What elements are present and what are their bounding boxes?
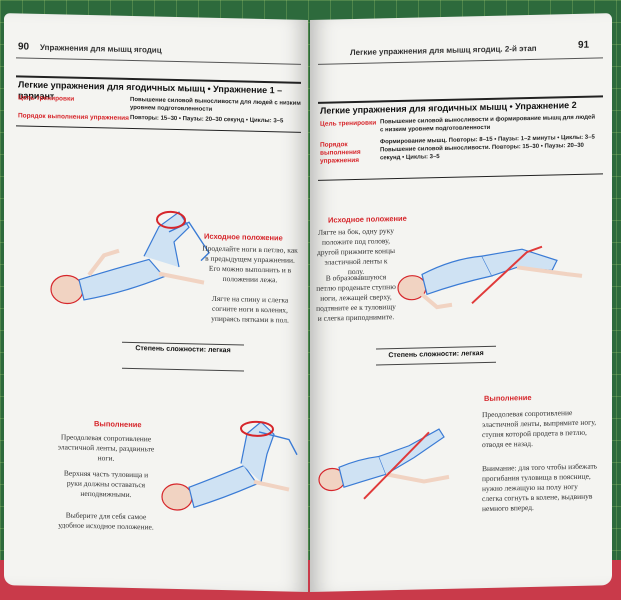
difficulty-rule-bottom bbox=[376, 361, 496, 366]
goal-label: Цель тренировки bbox=[18, 94, 75, 103]
goal-label: Цель тренировки bbox=[320, 119, 377, 128]
box-bottom-rule bbox=[318, 173, 603, 181]
difficulty-right: Степень сложности: легкая bbox=[388, 350, 484, 360]
exec-heading-left: Выполнение bbox=[94, 419, 142, 430]
start-para-2-right: В образовавшуюся петлю проденьте ступню … bbox=[316, 272, 396, 323]
exec-para-3-left: Выберите для себя самое удобное исходное… bbox=[58, 510, 154, 532]
header-rule bbox=[16, 57, 301, 65]
order-label: Порядок выполнения упражнения bbox=[18, 112, 129, 122]
exec-para-2-left: Верхняя часть туловища и руки должны ост… bbox=[63, 468, 149, 499]
header-rule bbox=[318, 57, 603, 65]
box-bottom-rule bbox=[16, 125, 301, 133]
figure-lying-back-legs-apart bbox=[161, 420, 298, 511]
difficulty-rule-bottom bbox=[122, 367, 244, 372]
start-heading-right: Исходное положение bbox=[328, 213, 407, 225]
figure-lying-back-legs-bent bbox=[50, 210, 210, 305]
goal-text: Повышение силовой выносливости и формиро… bbox=[380, 114, 596, 134]
start-para-2-left: Лягте на спину и слегка согните ноги в к… bbox=[211, 293, 289, 325]
start-heading-left: Исходное положение bbox=[204, 231, 283, 243]
figure-side-lying-start bbox=[397, 245, 583, 310]
difficulty-rule-top bbox=[376, 345, 496, 350]
figure-side-lying-leg-extended bbox=[318, 428, 450, 500]
order-text: Повторы: 15–30 • Паузы: 20–30 секунд • Ц… bbox=[130, 114, 284, 125]
order-text: Формирование мышц. Повторы: 8–15 • Паузы… bbox=[380, 134, 595, 162]
exec-para-1-left: Преодолевая сопротивление эластичной лен… bbox=[57, 432, 155, 463]
exec-para-2-right: Внимание: для того чтобы избежать прогиб… bbox=[482, 461, 598, 514]
running-head-left: Упражнения для мышц ягодиц bbox=[40, 42, 162, 55]
right-page: Легкие упражнения для мышц ягодиц. 2-й э… bbox=[310, 13, 612, 592]
start-para-1-left: Проделайте ноги в петлю, как в предыдуще… bbox=[202, 243, 298, 285]
difficulty-left: Степень сложности: легкая bbox=[135, 345, 231, 355]
goal-text: Повышение силовой выносливости для людей… bbox=[130, 96, 301, 113]
exec-heading-right: Выполнение bbox=[484, 392, 532, 404]
start-para-1-right: Лягте на бок, одну руку положите под гол… bbox=[316, 226, 396, 277]
page-number-right: 91 bbox=[578, 39, 590, 51]
left-page: 90 Упражнения для мышц ягодиц Легкие упр… bbox=[4, 13, 308, 593]
open-book: 90 Упражнения для мышц ягодиц Легкие упр… bbox=[4, 13, 616, 593]
order-label: Порядок выполнения упражнения bbox=[320, 141, 361, 165]
page-number-left: 90 bbox=[18, 41, 30, 53]
running-head-right: Легкие упражнения для мышц ягодиц. 2-й э… bbox=[350, 43, 537, 58]
exec-para-1-right: Преодолевая сопротивление эластичной лен… bbox=[482, 408, 597, 450]
